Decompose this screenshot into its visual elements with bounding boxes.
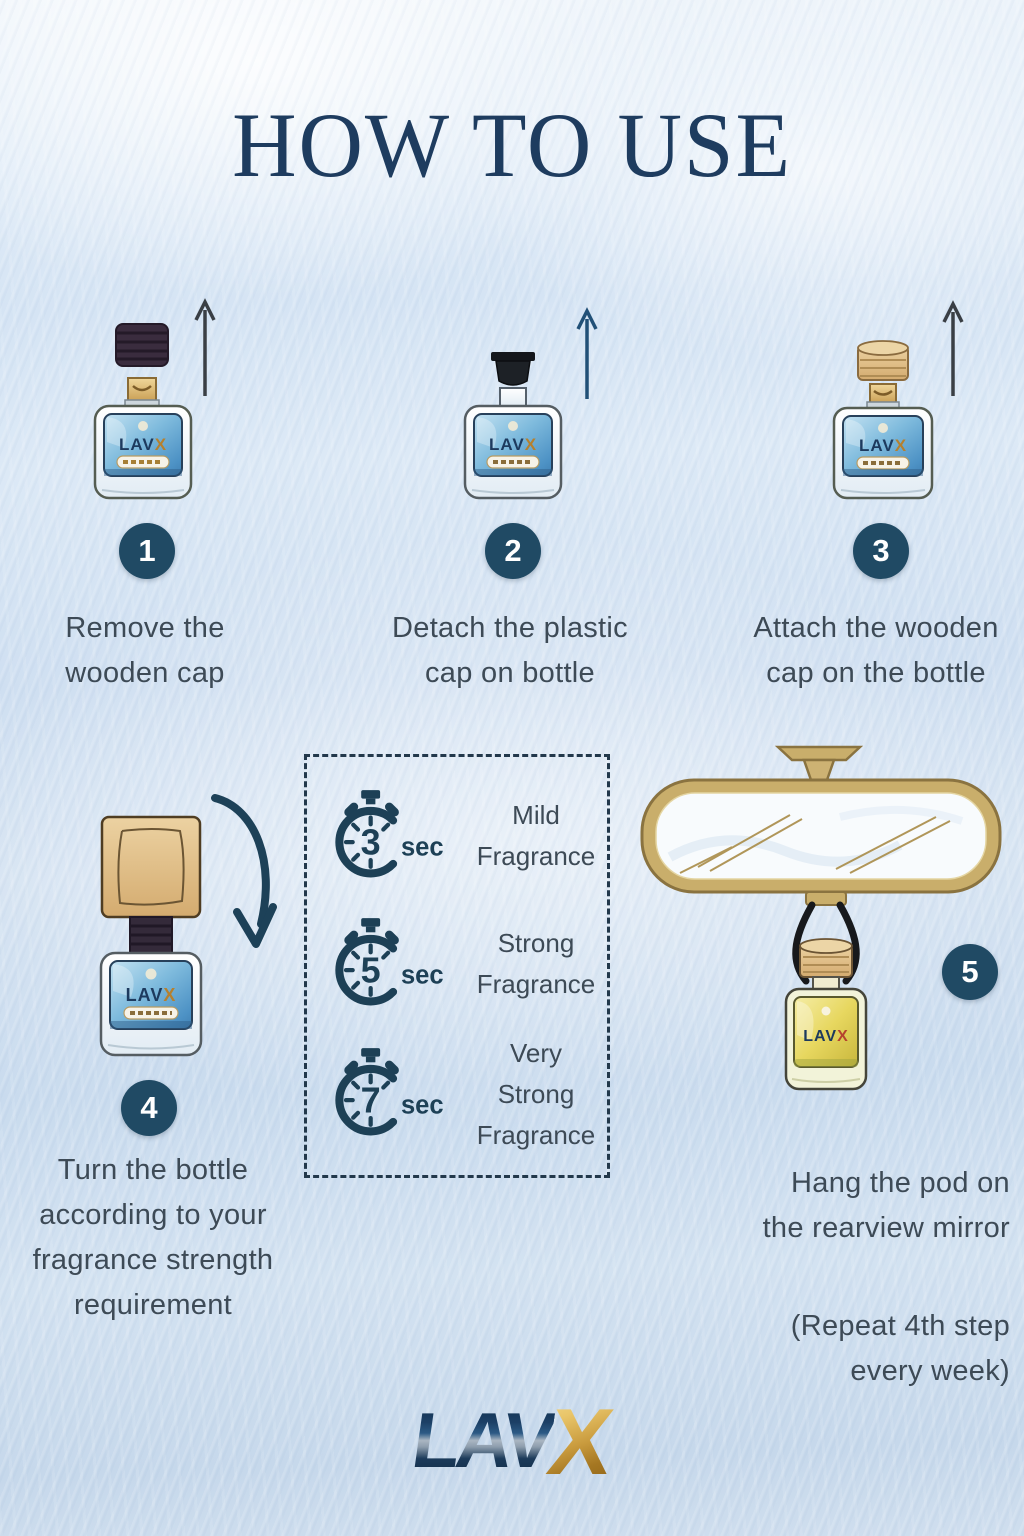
- svg-text:LAVX: LAVX: [126, 985, 177, 1005]
- step-badge-2: 2: [485, 523, 541, 579]
- gold-neck: [127, 377, 157, 403]
- legend-unit: sec: [401, 833, 444, 861]
- glass-neck: [499, 387, 527, 407]
- step-caption-5: Hang the pod on the rearview mirror (Rep…: [688, 1116, 1010, 1439]
- wooden-cap: [799, 938, 853, 978]
- bottle-brand-text: LAV: [119, 435, 155, 454]
- legend-label: Very Strong Fragrance: [476, 1037, 596, 1150]
- svg-text:LAVX: LAVX: [119, 435, 167, 454]
- legend-unit: sec: [401, 961, 444, 989]
- step-caption-4: Turn the bottle according to your fragra…: [32, 1154, 274, 1321]
- bottle-with-wooden-cap-attached-illustration: LAVX: [832, 340, 934, 500]
- large-wooden-cap: [100, 815, 202, 919]
- svg-text:LAVX: LAVX: [489, 435, 537, 454]
- legend-label: Strong Fragrance: [476, 928, 596, 999]
- legend-row-strong: 5 sec Strong Fragrance: [307, 909, 607, 1019]
- arrow-up-icon: [576, 307, 598, 399]
- legend-duration: 7: [361, 1079, 381, 1120]
- fragrance-legend-box: 3 sec Mild Fragrance 5 sec Strong Fra: [304, 754, 610, 1178]
- legend-label: Mild Fragrance: [476, 800, 596, 871]
- svg-text:LAVX: LAVX: [859, 436, 907, 455]
- step-badge-4: 4: [121, 1080, 177, 1136]
- legend-duration: 5: [361, 949, 381, 990]
- legend-row-very-strong: 7 sec Very Strong Fragrance: [307, 1038, 607, 1150]
- legend-row-mild: 3 sec Mild Fragrance: [307, 781, 607, 891]
- mirror-glass: [655, 792, 987, 880]
- arrow-up-icon: [194, 298, 216, 396]
- stopwatch-icon: 3 sec: [335, 789, 444, 877]
- bottle-with-large-wooden-cap-illustration: LAVX: [99, 815, 203, 1057]
- purple-ribbed-collar: [129, 916, 173, 954]
- svg-text:LAVX: LAVX: [803, 1028, 848, 1045]
- mirror-mount: [774, 745, 864, 782]
- stopwatch-icon: 7 sec: [335, 1047, 444, 1135]
- step-caption-5-note: (Repeat 4th step every week): [790, 1310, 1010, 1387]
- brand-logo-lav: LAV: [406, 1396, 558, 1484]
- rotate-arrow-icon: [211, 794, 277, 948]
- legend-duration: 3: [361, 821, 381, 862]
- bottle-with-wooden-cap-removed-illustration: LAVX: [93, 323, 193, 500]
- step-caption-3: Attach the wooden cap on the bottle: [753, 612, 999, 689]
- black-plastic-cap: [491, 352, 535, 386]
- step-badge-3: 3: [853, 523, 909, 579]
- mirror-reflection-streaks: [679, 814, 951, 874]
- bottle-with-plastic-cap-removed-illustration: LAVX: [463, 352, 563, 500]
- step-caption-1: Remove the wooden cap: [65, 612, 225, 689]
- rearview-mirror-with-hanging-pod-illustration: LAVX: [640, 745, 1002, 1091]
- purple-ribbed-collar-cap: [115, 323, 169, 367]
- step-badge-1: 1: [119, 523, 175, 579]
- brand-logo: LAVX: [0, 1388, 1024, 1496]
- page-title: HOW TO USE: [232, 94, 792, 196]
- step-caption-2: Detach the plastic cap on bottle: [392, 612, 628, 689]
- mirror-hook-tab: [805, 891, 847, 906]
- step-caption-5-main: Hang the pod on the rearview mirror: [762, 1167, 1010, 1244]
- wooden-cap: [857, 340, 909, 381]
- legend-unit: sec: [401, 1091, 444, 1119]
- arrow-up-icon: [942, 300, 964, 396]
- stopwatch-icon: 5 sec: [335, 917, 444, 1005]
- step-badge-5: 5: [942, 944, 998, 1000]
